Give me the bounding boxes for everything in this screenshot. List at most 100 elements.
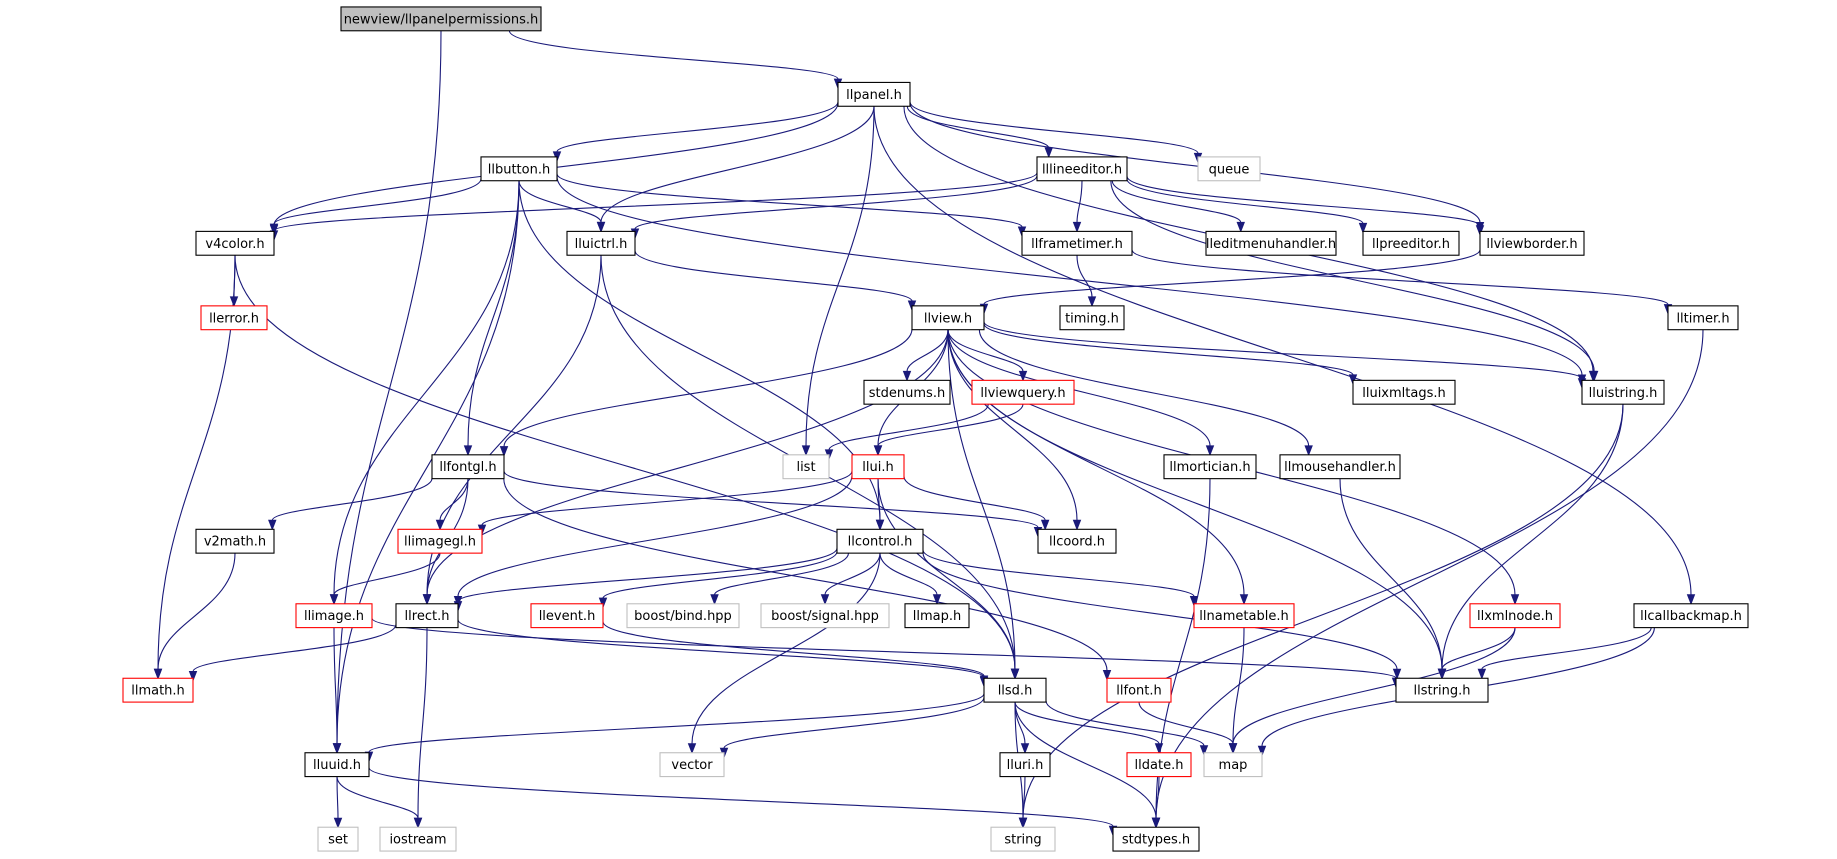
node-stdtypes[interactable]: stdtypes.h bbox=[1112, 826, 1200, 852]
node-boostsignal[interactable]: boost/signal.hpp bbox=[760, 603, 890, 629]
node-box-llcallbackmap bbox=[1633, 603, 1749, 629]
node-llimage[interactable]: llimage.h bbox=[295, 603, 373, 629]
node-llsd[interactable]: llsd.h bbox=[983, 677, 1047, 703]
node-label-v4color: v4color.h bbox=[205, 237, 264, 252]
arrowhead-llsd-to-lldate bbox=[1154, 743, 1164, 755]
node-label-llviewquery: llviewquery.h bbox=[980, 386, 1065, 401]
edge-lllineeditor-to-llframetimer bbox=[1072, 180, 1083, 233]
node-llevent[interactable]: llevent.h bbox=[530, 603, 604, 629]
edge-lluuid-to-iostream bbox=[336, 776, 423, 829]
node-string[interactable]: string bbox=[990, 826, 1056, 852]
node-label-llmousehandler: llmousehandler.h bbox=[1284, 460, 1396, 475]
node-label-boostsignal: boost/signal.hpp bbox=[771, 609, 879, 624]
node-list[interactable]: list bbox=[782, 454, 830, 480]
node-lldate[interactable]: lldate.h bbox=[1126, 752, 1192, 778]
edge-llview-to-llmortician bbox=[947, 329, 1215, 457]
edge-llbutton-to-v4color bbox=[269, 178, 482, 235]
node-llrect[interactable]: llrect.h bbox=[395, 603, 459, 629]
node-llerror[interactable]: llerror.h bbox=[200, 305, 268, 331]
arrowhead-llpanel-to-list bbox=[801, 445, 811, 457]
node-label-llview: llview.h bbox=[924, 311, 972, 326]
node-llpanel[interactable]: llpanel.h bbox=[837, 81, 911, 107]
node-lluictrl[interactable]: lluictrl.h bbox=[566, 230, 636, 256]
node-map[interactable]: map bbox=[1203, 752, 1263, 778]
node-boostbind[interactable]: boost/bind.hpp bbox=[626, 603, 740, 629]
node-lluixmltags[interactable]: lluixmltags.h bbox=[1352, 379, 1456, 405]
node-box-llcoord bbox=[1037, 528, 1117, 554]
node-llxmlnode[interactable]: llxmlnode.h bbox=[1469, 603, 1561, 629]
node-label-lluixmltags: lluixmltags.h bbox=[1362, 386, 1446, 401]
node-label-llfontgl: llfontgl.h bbox=[439, 460, 496, 475]
node-llcontrol[interactable]: llcontrol.h bbox=[836, 528, 924, 554]
node-lltimer[interactable]: lltimer.h bbox=[1667, 305, 1739, 331]
arrowhead-lllineeditor-to-llpreeditor bbox=[1358, 222, 1368, 234]
node-box-llxmlnode bbox=[1469, 603, 1561, 629]
node-label-llmap: llmap.h bbox=[913, 609, 961, 624]
node-box-llmortician bbox=[1163, 454, 1257, 480]
node-llimagegl[interactable]: llimagegl.h bbox=[397, 528, 483, 554]
node-vector[interactable]: vector bbox=[659, 752, 725, 778]
node-set[interactable]: set bbox=[317, 826, 359, 852]
node-box-lluri bbox=[999, 752, 1051, 778]
node-root[interactable]: newview/llpanelpermissions.h bbox=[340, 6, 542, 32]
node-box-boostbind bbox=[626, 603, 740, 629]
arrowhead-lluuid-to-iostream bbox=[413, 817, 423, 829]
node-box-llpreeditor bbox=[1362, 230, 1460, 256]
node-llmousehandler[interactable]: llmousehandler.h bbox=[1279, 454, 1401, 480]
node-llcallbackmap[interactable]: llcallbackmap.h bbox=[1633, 603, 1749, 629]
node-box-llview bbox=[911, 305, 985, 331]
node-llbutton[interactable]: llbutton.h bbox=[480, 156, 558, 182]
edge-llview-to-stdenums bbox=[902, 329, 949, 382]
node-lleditmenuhandler[interactable]: lleditmenuhandler.h bbox=[1205, 230, 1337, 256]
edge-lllineeditor-to-v4color bbox=[269, 172, 1038, 242]
node-label-llpreeditor: llpreeditor.h bbox=[1372, 237, 1450, 252]
node-box-llmousehandler bbox=[1279, 454, 1401, 480]
node-llnametable[interactable]: llnametable.h bbox=[1193, 603, 1295, 629]
node-llviewquery[interactable]: llviewquery.h bbox=[971, 379, 1075, 405]
edge-llsd-to-lldate bbox=[1014, 701, 1164, 755]
arrowhead-llcontrol-to-vector bbox=[687, 743, 697, 755]
node-llmortician[interactable]: llmortician.h bbox=[1163, 454, 1257, 480]
node-stdenums[interactable]: stdenums.h bbox=[863, 379, 951, 405]
node-llui[interactable]: llui.h bbox=[851, 454, 905, 480]
edge-root-to-llpanel bbox=[508, 30, 843, 90]
node-box-llbutton bbox=[480, 156, 558, 182]
node-box-llmap bbox=[904, 603, 970, 629]
node-llviewborder[interactable]: llviewborder.h bbox=[1479, 230, 1585, 256]
node-v4color[interactable]: v4color.h bbox=[195, 230, 275, 256]
node-llcoord[interactable]: llcoord.h bbox=[1037, 528, 1117, 554]
node-lllineeditor[interactable]: lllineeditor.h bbox=[1036, 156, 1128, 182]
node-box-string bbox=[990, 826, 1056, 852]
node-llframetimer[interactable]: llframetimer.h bbox=[1021, 230, 1133, 256]
node-lluri[interactable]: lluri.h bbox=[999, 752, 1051, 778]
arrowhead-llfontgl-to-llrect bbox=[422, 594, 432, 606]
arrowhead-llview-to-llnametable bbox=[1239, 594, 1249, 606]
edge-v2math-to-llmath bbox=[153, 553, 236, 680]
node-llfontgl[interactable]: llfontgl.h bbox=[431, 454, 505, 480]
edge-llviewborder-to-llview bbox=[979, 249, 1481, 315]
node-box-lluuid bbox=[304, 752, 370, 778]
node-label-llcontrol: llcontrol.h bbox=[848, 535, 913, 550]
node-llstring[interactable]: llstring.h bbox=[1395, 677, 1489, 703]
node-label-lldate: lldate.h bbox=[1135, 758, 1184, 773]
node-llmap[interactable]: llmap.h bbox=[904, 603, 970, 629]
node-queue[interactable]: queue bbox=[1197, 156, 1261, 182]
node-label-llerror: llerror.h bbox=[209, 311, 259, 326]
edge-llimagegl-to-llimage bbox=[329, 553, 441, 606]
node-lluuid[interactable]: lluuid.h bbox=[304, 752, 370, 778]
node-v2math[interactable]: v2math.h bbox=[195, 528, 275, 554]
node-timing[interactable]: timing.h bbox=[1059, 305, 1125, 331]
node-llview[interactable]: llview.h bbox=[911, 305, 985, 331]
edge-llbutton-to-lluictrl bbox=[518, 180, 606, 233]
edge-llcallbackmap-to-llstring bbox=[1477, 627, 1652, 680]
node-llmath[interactable]: llmath.h bbox=[122, 677, 194, 703]
node-iostream[interactable]: iostream bbox=[379, 826, 457, 852]
edge-lluuid-to-stdtypes bbox=[368, 767, 1118, 837]
node-box-llmath bbox=[122, 677, 194, 703]
edge-llui-to-llcoord bbox=[903, 476, 1050, 531]
node-box-llsd bbox=[983, 677, 1047, 703]
node-lluistring[interactable]: lluistring.h bbox=[1581, 379, 1665, 405]
node-llpreeditor[interactable]: llpreeditor.h bbox=[1362, 230, 1460, 256]
node-label-llpanel: llpanel.h bbox=[846, 88, 902, 103]
node-llfont[interactable]: llfont.h bbox=[1106, 677, 1172, 703]
